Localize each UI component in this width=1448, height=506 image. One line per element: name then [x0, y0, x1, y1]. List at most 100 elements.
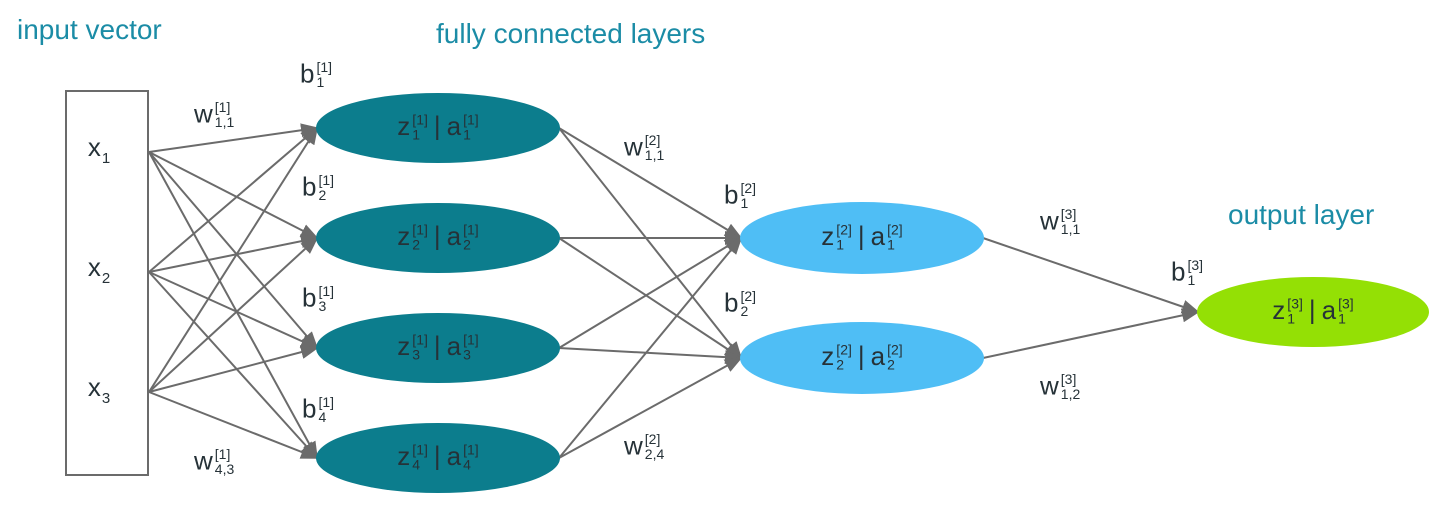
- layer1-node-3-label: z[1]3|a[1]3: [397, 330, 478, 364]
- bias-subscript: 3: [318, 298, 327, 315]
- weight-scripts: [3]1,1: [1060, 206, 1081, 238]
- weight-scripts: [2]1,1: [644, 132, 665, 164]
- a-subscript: 1: [1338, 311, 1346, 327]
- input-vector-heading: input vector: [17, 14, 162, 45]
- z-superscript: [1]: [412, 441, 428, 458]
- output-node-1-label: z[3]1|a[3]1: [1272, 294, 1354, 328]
- z-subscript: 1: [1287, 311, 1296, 327]
- a-base: a: [1321, 294, 1337, 325]
- z-base: z: [821, 220, 835, 251]
- weight-scripts: [3]1,2: [1061, 371, 1080, 403]
- weight-label-w11-2: w[2]1,1: [624, 131, 665, 164]
- pipe-separator: |: [433, 440, 441, 471]
- layer2-node-2-label: z[2]2|a[2]2: [821, 340, 903, 374]
- bias-base: b: [302, 171, 317, 202]
- layer2-node-1-label: z[2]1|a[2]1: [821, 220, 903, 254]
- layer1-node-2-ellipse: [316, 203, 560, 273]
- output-layer-heading: output layer: [1228, 199, 1375, 230]
- bias-base: b: [1171, 256, 1186, 287]
- bias-superscript: [1]: [318, 283, 335, 299]
- a-subscript: 3: [463, 347, 471, 363]
- a-superscript: [3]: [1338, 295, 1354, 312]
- z-superscript: [2]: [836, 341, 852, 358]
- weight-superscript: [3]: [1060, 206, 1077, 222]
- input-x1-label: x1: [88, 134, 110, 166]
- weight-base: w: [1040, 370, 1059, 401]
- z-base: z: [397, 440, 411, 471]
- z-base: z: [397, 330, 411, 361]
- edges-input-to-layer1: [148, 123, 319, 460]
- a-base: a: [446, 220, 462, 251]
- a-superscript: [1]: [463, 441, 479, 458]
- edges-layer1-to-layer2: [558, 127, 743, 459]
- bias-superscript: [1]: [318, 172, 335, 188]
- bias-subscript: 2: [740, 303, 749, 320]
- z-base: z: [397, 110, 411, 141]
- z-scripts: [1]4: [412, 441, 428, 474]
- z-scripts: [2]2: [836, 341, 852, 374]
- pipe-separator: |: [1308, 294, 1316, 325]
- bias-base: b: [302, 393, 317, 424]
- layer1-nodes: [316, 93, 560, 493]
- a-scripts: [1]2: [463, 221, 479, 254]
- z-scripts: [1]3: [412, 332, 428, 364]
- bias-base: b: [724, 179, 739, 210]
- a-base: a: [870, 220, 886, 251]
- a-subscript: 1: [887, 237, 895, 253]
- weight-subscript: 2,4: [644, 446, 665, 463]
- z-scripts: [1]1: [412, 111, 428, 144]
- weight-scripts: [1]1,1: [214, 99, 235, 131]
- bias-scripts: [1]3: [318, 283, 335, 315]
- a-superscript: [1]: [463, 221, 479, 238]
- weight-base: w: [624, 430, 643, 461]
- layer1-node-2-label: z[1]2|a[1]2: [397, 220, 479, 254]
- weight-subscript: 1,1: [1060, 221, 1081, 238]
- weight-base: w: [624, 131, 643, 162]
- weight-label-w12-3: w[3]1,2: [1040, 370, 1080, 403]
- input-x2-label: x2: [88, 254, 110, 286]
- bias-label-b3-1: b[1]3: [302, 283, 335, 315]
- a-scripts: [2]1: [887, 222, 903, 254]
- bias-label-b2-2: b[2]2: [724, 287, 757, 320]
- pipe-separator: |: [433, 220, 441, 251]
- bias-subscript: 1: [740, 195, 749, 212]
- layer2-node-2-ellipse: [740, 322, 984, 394]
- weight-subscript: 1,1: [644, 147, 665, 164]
- x2-base: x: [87, 252, 101, 282]
- layer2-nodes: [740, 202, 984, 394]
- bias-base: b: [724, 287, 739, 318]
- bias-superscript: [2]: [740, 288, 757, 304]
- a-superscript: [2]: [887, 341, 903, 358]
- x2-subscript: 2: [101, 270, 111, 287]
- z-base: z: [1272, 294, 1286, 325]
- layer1-node-3-ellipse: [316, 313, 560, 383]
- z-subscript: 3: [412, 347, 421, 363]
- pipe-separator: |: [857, 220, 865, 251]
- z-subscript: 2: [412, 237, 421, 253]
- z-superscript: [1]: [412, 221, 428, 238]
- a-base: a: [446, 330, 462, 361]
- z-superscript: [1]: [412, 111, 428, 128]
- a-subscript: 2: [463, 237, 471, 253]
- a-scripts: [1]4: [463, 441, 479, 474]
- weight-base: w: [194, 445, 213, 476]
- weight-label-w43-1: w[1]4,3: [194, 445, 234, 478]
- weight-superscript: [1]: [214, 99, 231, 115]
- weight-superscript: [2]: [644, 431, 661, 447]
- bias-base: b: [300, 58, 315, 89]
- input-x3-label: x3: [88, 374, 110, 406]
- weight-superscript: [2]: [644, 132, 661, 148]
- weight-scripts: [1]4,3: [215, 446, 234, 478]
- z-subscript: 1: [412, 127, 421, 143]
- a-scripts: [1]1: [463, 112, 479, 144]
- x1-subscript: 1: [101, 150, 111, 167]
- x1-base: x: [87, 132, 101, 162]
- weight-scripts: [2]2,4: [644, 431, 665, 463]
- pipe-separator: |: [857, 340, 865, 371]
- layer2-node-1-ellipse: [740, 202, 984, 274]
- bias-scripts: [1]2: [318, 172, 335, 204]
- weight-subscript: 1,1: [214, 114, 235, 131]
- bias-superscript: [1]: [318, 394, 335, 410]
- a-subscript: 4: [463, 457, 471, 473]
